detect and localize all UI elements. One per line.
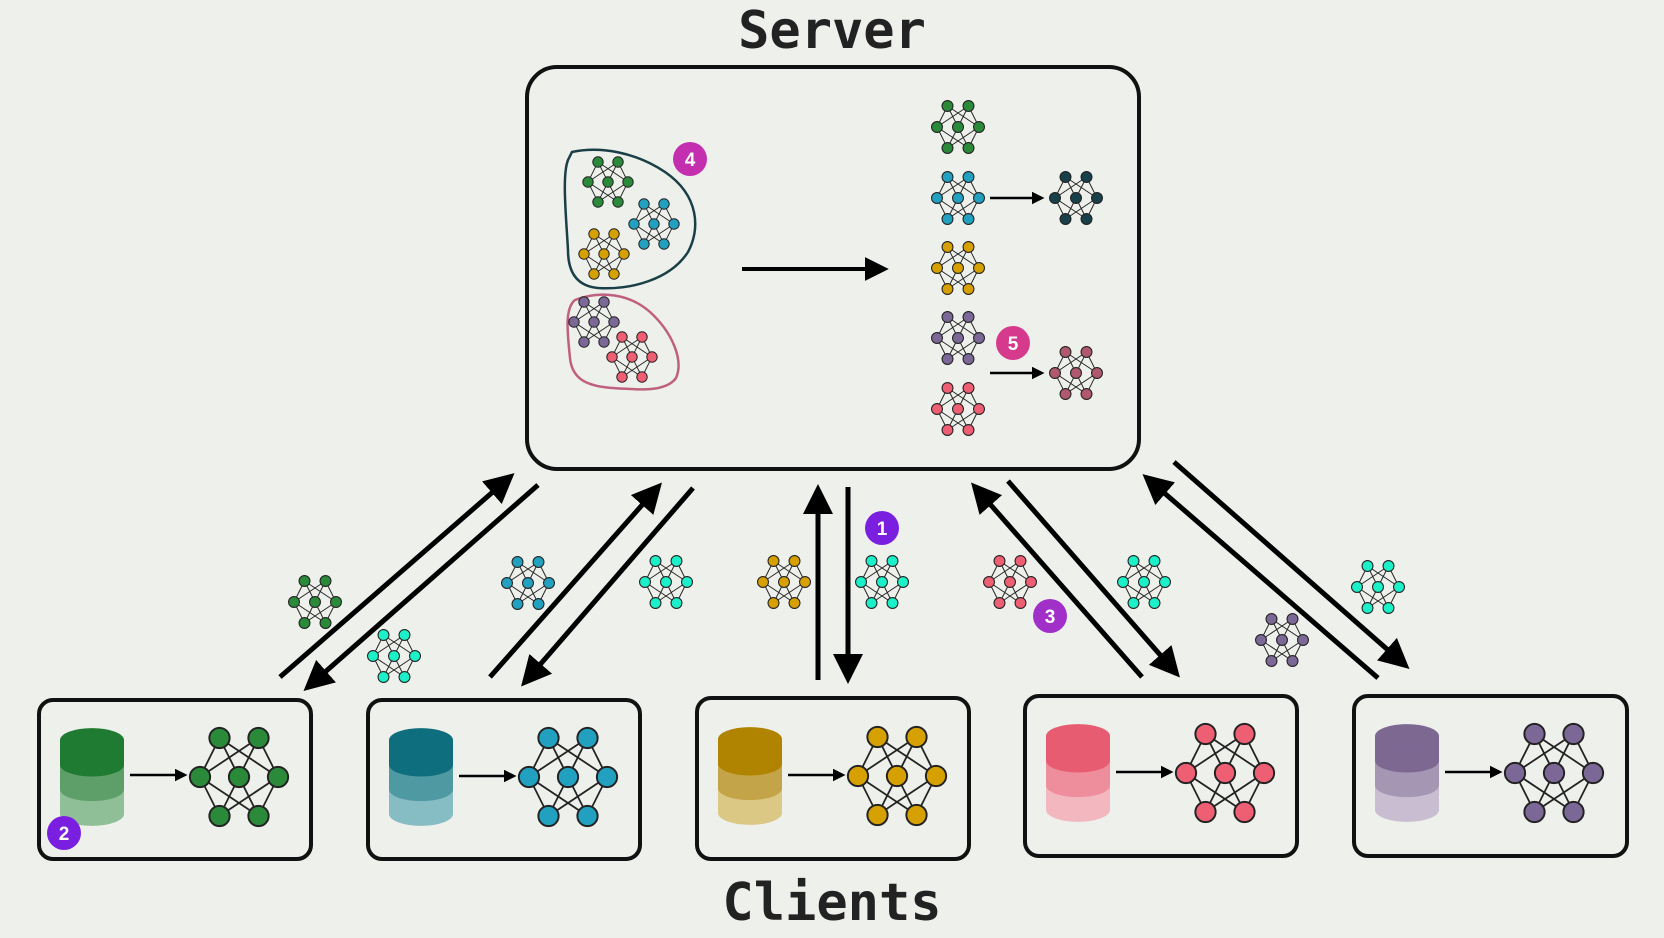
badge-5: 5 [996, 326, 1030, 360]
cluster-model-gold [578, 228, 630, 280]
badge-2: 2 [47, 816, 81, 850]
upload-model-red [983, 555, 1037, 609]
upload-arrow-green [278, 473, 515, 679]
badge-1: 1 [865, 511, 899, 545]
aggregated-model-mauve [1049, 346, 1103, 400]
server-box [525, 65, 1141, 471]
client-database-blue [389, 728, 453, 826]
download-model-2 [639, 555, 693, 609]
cluster-model-red [606, 331, 658, 383]
server-model-blue [931, 171, 985, 225]
upload-model-gold [757, 555, 811, 609]
download-model-1 [367, 629, 421, 683]
download-arrow-red [1006, 479, 1180, 678]
upload-model-green [288, 575, 342, 629]
cluster-model-purple [568, 296, 620, 348]
server-model-green [931, 100, 985, 154]
cluster-model-green [582, 156, 634, 208]
clients-title: Clients [722, 873, 941, 933]
download-model-3 [855, 555, 909, 609]
download-arrow-green [303, 483, 540, 691]
server-model-gold [931, 241, 985, 295]
badge-2-label: 2 [59, 824, 70, 845]
badge-4-label: 4 [685, 150, 696, 171]
client-database-green [60, 728, 124, 826]
cluster-outline-1 [563, 148, 697, 290]
upload-model-purple [1255, 613, 1309, 667]
badge-1-label: 1 [877, 519, 888, 540]
upload-arrow-red [971, 482, 1144, 679]
badge-3-label: 3 [1045, 607, 1056, 628]
client-model-red [1174, 722, 1276, 824]
badge-5-label: 5 [1008, 334, 1019, 355]
download-arrow-blue [521, 486, 695, 687]
client-database-purple [1375, 724, 1439, 822]
client-box-purple [1352, 694, 1629, 858]
server-title: Server [738, 1, 926, 61]
cluster-model-blue [628, 198, 680, 250]
badge-4: 4 [673, 142, 707, 176]
client-database-red [1046, 724, 1110, 822]
upload-model-blue [501, 556, 555, 610]
communication-arrows [278, 460, 1410, 691]
client-train-arrows [130, 765, 1503, 783]
client-model-purple [1503, 722, 1605, 824]
download-model-4 [1117, 555, 1171, 609]
client-box-gold [695, 696, 971, 861]
download-arrow-purple [1172, 460, 1410, 669]
aggregated-model-darkteal [1049, 171, 1103, 225]
client-model-gold [846, 725, 948, 827]
client-box-green [37, 698, 313, 861]
server-model-red [931, 382, 985, 436]
upload-arrow-purple [1142, 474, 1380, 680]
cluster-outline-2 [566, 293, 680, 391]
client-box-red [1023, 694, 1299, 858]
server-model-purple [931, 311, 985, 365]
client-model-blue [517, 726, 619, 828]
client-model-green [188, 726, 290, 828]
badge-3: 3 [1033, 599, 1067, 633]
upload-arrow-blue [488, 482, 662, 679]
download-model-5 [1351, 560, 1405, 614]
client-database-gold [718, 727, 782, 825]
client-box-blue [366, 698, 642, 861]
